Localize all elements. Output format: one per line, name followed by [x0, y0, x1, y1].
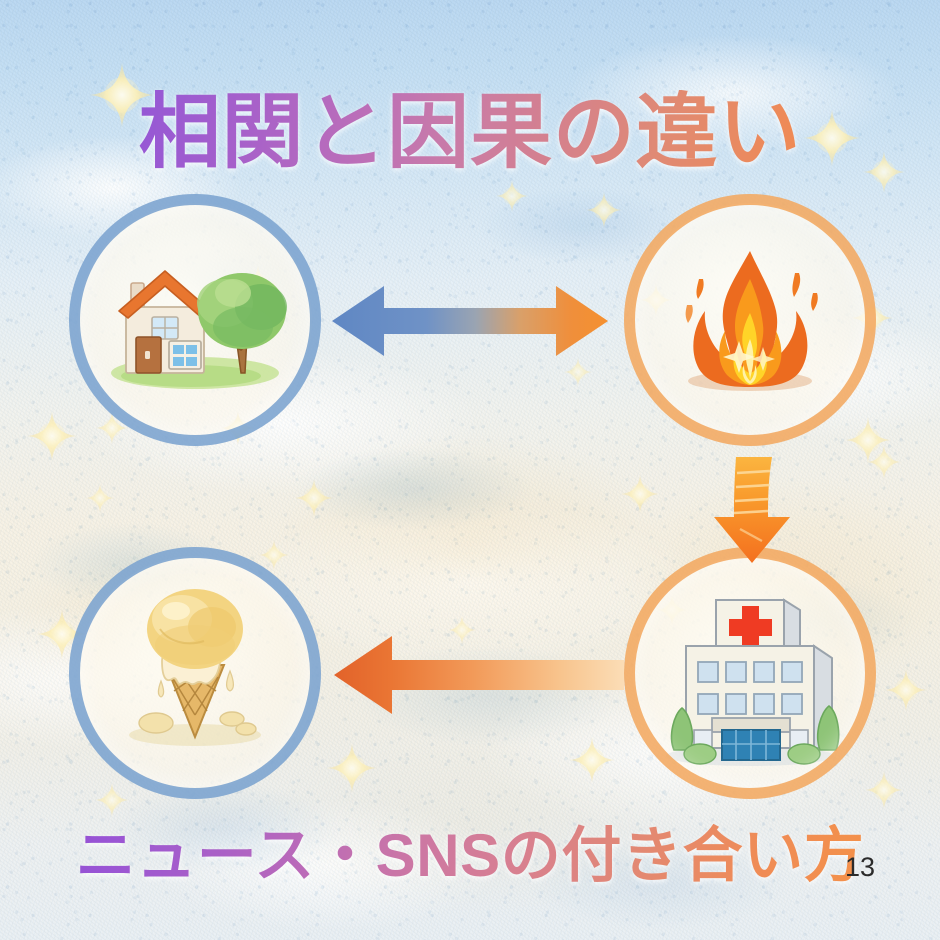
- sparkle-icon: [563, 357, 593, 387]
- sparkle-icon: [294, 478, 334, 518]
- sparkle-icon: [864, 770, 904, 810]
- sparkle-icon: [620, 474, 660, 514]
- sparkle-icon: [495, 179, 529, 213]
- sparkle-icon: [94, 782, 130, 818]
- sparkle-icon: [884, 668, 928, 712]
- sparkle-icon: [85, 483, 115, 513]
- page-number: 13: [845, 852, 876, 882]
- footer-title: ニュース・SNSの付き合い方: [0, 824, 940, 888]
- page-title: 相関と因果の違い: [0, 90, 940, 176]
- sparkle-icon: [26, 410, 78, 462]
- node-house-ring: [69, 194, 321, 446]
- sparkle-icon: [447, 615, 477, 645]
- node-hospital-circle[interactable]: [624, 547, 876, 799]
- sparkle-icon: [326, 742, 378, 794]
- arrow-hospital-icecream-left: [332, 632, 626, 718]
- node-fire-circle[interactable]: [624, 194, 876, 446]
- node-house-circle[interactable]: [69, 194, 321, 446]
- node-hospital-ring: [624, 547, 876, 799]
- arrow-house-fire-bidirectional: [330, 282, 610, 360]
- sparkle-icon: [866, 444, 902, 480]
- sparkle-icon: [844, 416, 892, 464]
- node-icecream-circle[interactable]: [69, 547, 321, 799]
- node-icecream-ring: [69, 547, 321, 799]
- sparkle-icon: [568, 736, 616, 784]
- node-fire-ring: [624, 194, 876, 446]
- sparkle-icon: [585, 191, 623, 229]
